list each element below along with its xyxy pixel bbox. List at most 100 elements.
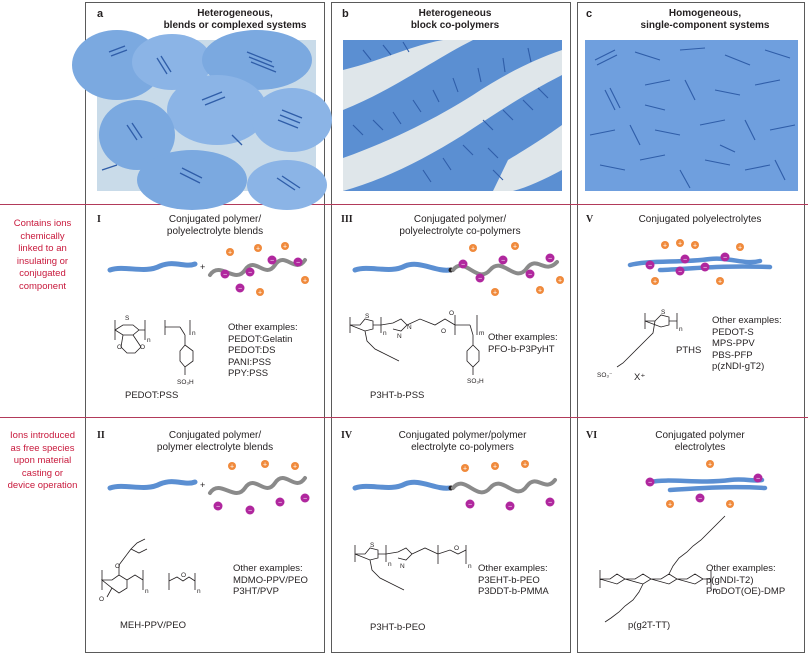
panel-II-examples: Other examples: MDMO-PPV/PEO P3HT/PVP bbox=[233, 563, 308, 598]
panel-IV-examples-text: Other examples: P3EHT-b-PEO P3DDT-b-PMMA bbox=[478, 563, 549, 597]
minus-sign: − bbox=[501, 258, 505, 265]
cation-icon bbox=[716, 277, 724, 285]
svg-text:n: n bbox=[145, 588, 149, 595]
panel-VI-title-text: Conjugated polymer electrolytes bbox=[655, 430, 745, 453]
plus-sign: + bbox=[663, 243, 667, 250]
anion-icon bbox=[645, 477, 655, 487]
plus-sign: + bbox=[513, 244, 517, 251]
plus-sign: + bbox=[200, 262, 205, 272]
panel-I-numeral: I bbox=[97, 214, 101, 225]
anion-icon bbox=[680, 254, 690, 264]
cation-icon bbox=[666, 500, 674, 508]
column-b-title-text: Heterogeneous block co-polymers bbox=[410, 8, 500, 31]
panel-VI-schematic: −−−+++ bbox=[645, 460, 768, 509]
panel-II-title: Conjugated polymer/ polymer electrolyte … bbox=[130, 430, 300, 454]
plus-sign: + bbox=[708, 462, 712, 469]
panel-VI-numeral: VI bbox=[586, 430, 598, 441]
panel-V-title-text: Conjugated polyelectrolytes bbox=[638, 214, 762, 225]
panel-V-examples-text: Other examples: PEDOT-S MPS-PPV PBS-PFP … bbox=[712, 315, 782, 372]
panel-II-numeral: II bbox=[97, 430, 105, 441]
cation-icon bbox=[536, 286, 544, 294]
anion-icon bbox=[753, 473, 763, 483]
anion-icon bbox=[645, 260, 655, 270]
morphology-homogeneous-image bbox=[585, 40, 798, 191]
anion-icon bbox=[458, 259, 468, 269]
minus-sign: − bbox=[223, 272, 227, 279]
cation-icon bbox=[491, 462, 499, 470]
anion-icon bbox=[220, 269, 230, 279]
cation-icon bbox=[256, 288, 264, 296]
row-1-label-text: Contains ions chemically linked to an in… bbox=[13, 218, 72, 292]
plus-sign: + bbox=[471, 246, 475, 253]
anion-icon bbox=[700, 262, 710, 272]
panel-IV-title-text: Conjugated polymer/polymer electrolyte c… bbox=[398, 430, 527, 453]
svg-text:SO₃H: SO₃H bbox=[467, 378, 484, 385]
panel-III-title-text: Conjugated polymer/ polyelectrolyte co-p… bbox=[399, 214, 521, 237]
cation-icon bbox=[291, 462, 299, 470]
plus-sign: + bbox=[728, 502, 732, 509]
svg-text:O: O bbox=[99, 596, 104, 603]
svg-text:S: S bbox=[365, 313, 370, 320]
minus-sign: − bbox=[548, 256, 552, 263]
plus-sign: + bbox=[258, 290, 262, 297]
anion-icon bbox=[545, 497, 555, 507]
row-2-label: Ions introduced as free species upon mat… bbox=[0, 430, 85, 493]
row-divider-middle bbox=[0, 417, 808, 418]
anion-icon bbox=[293, 257, 303, 267]
plus-sign: + bbox=[558, 278, 562, 285]
minus-sign: − bbox=[296, 260, 300, 267]
anion-icon bbox=[695, 493, 705, 503]
svg-text:N: N bbox=[400, 563, 405, 570]
panel-II-title-text: Conjugated polymer/ polymer electrolyte … bbox=[156, 430, 274, 453]
plus-sign: + bbox=[653, 279, 657, 286]
anion-icon bbox=[465, 499, 475, 509]
column-c-frame bbox=[577, 2, 805, 653]
svg-text:O: O bbox=[454, 545, 459, 552]
panel-III-examples: Other examples: PFO-b-P3PyHT bbox=[488, 332, 558, 355]
plus-sign: + bbox=[678, 241, 682, 248]
panel-V-numeral: V bbox=[586, 214, 594, 225]
plus-sign: + bbox=[738, 245, 742, 252]
cation-icon bbox=[226, 248, 234, 256]
cation-icon bbox=[228, 462, 236, 470]
column-a-frame bbox=[85, 2, 325, 653]
panel-IV-name: P3HT-b-PEO bbox=[370, 622, 426, 633]
panel-IV-examples: Other examples: P3EHT-b-PEO P3DDT-b-PMMA bbox=[478, 563, 549, 598]
minus-sign: − bbox=[468, 502, 472, 509]
svg-text:O: O bbox=[181, 572, 186, 579]
p3ht-b-pss-structure: Sn NN OO m SO₃H bbox=[349, 310, 484, 385]
minus-sign: − bbox=[683, 257, 687, 264]
cation-icon bbox=[556, 276, 564, 284]
anion-icon bbox=[245, 505, 255, 515]
svg-text:n: n bbox=[679, 326, 683, 333]
panel-II-examples-text: Other examples: MDMO-PPV/PEO P3HT/PVP bbox=[233, 563, 308, 597]
column-a-title-text: Heterogeneous, blends or complexed syste… bbox=[163, 8, 307, 31]
anion-icon bbox=[213, 501, 223, 511]
panel-I-schematic: + −−−−−+++++ bbox=[107, 242, 309, 297]
cation-icon bbox=[261, 460, 269, 468]
plus-sign: + bbox=[283, 244, 287, 251]
panel-IV-numeral: IV bbox=[341, 430, 353, 441]
minus-sign: − bbox=[238, 286, 242, 293]
panel-III-numeral: III bbox=[341, 214, 353, 225]
cation-icon bbox=[469, 244, 477, 252]
panel-V-title: Conjugated polyelectrolytes bbox=[620, 214, 780, 226]
minus-sign: − bbox=[478, 276, 482, 283]
row-1-label: Contains ions chemically linked to an in… bbox=[0, 218, 85, 293]
panel-I-title-text: Conjugated polymer/ polyelectrolyte blen… bbox=[166, 214, 264, 237]
plus-sign: + bbox=[718, 279, 722, 286]
plus-sign: + bbox=[256, 246, 260, 253]
svg-text:O: O bbox=[140, 344, 145, 351]
svg-text:SO₃⁻: SO₃⁻ bbox=[597, 372, 612, 379]
column-b-letter: b bbox=[342, 8, 349, 20]
anion-icon bbox=[505, 501, 515, 511]
svg-text:n: n bbox=[383, 330, 387, 337]
minus-sign: − bbox=[756, 476, 760, 483]
anion-icon bbox=[475, 273, 485, 283]
plus-sign: + bbox=[493, 464, 497, 471]
cation-icon bbox=[706, 460, 714, 468]
svg-text:n: n bbox=[147, 337, 151, 344]
cation-icon bbox=[676, 239, 684, 247]
meh-ppv-structure: OO n On bbox=[99, 538, 201, 603]
cation-icon bbox=[491, 288, 499, 296]
